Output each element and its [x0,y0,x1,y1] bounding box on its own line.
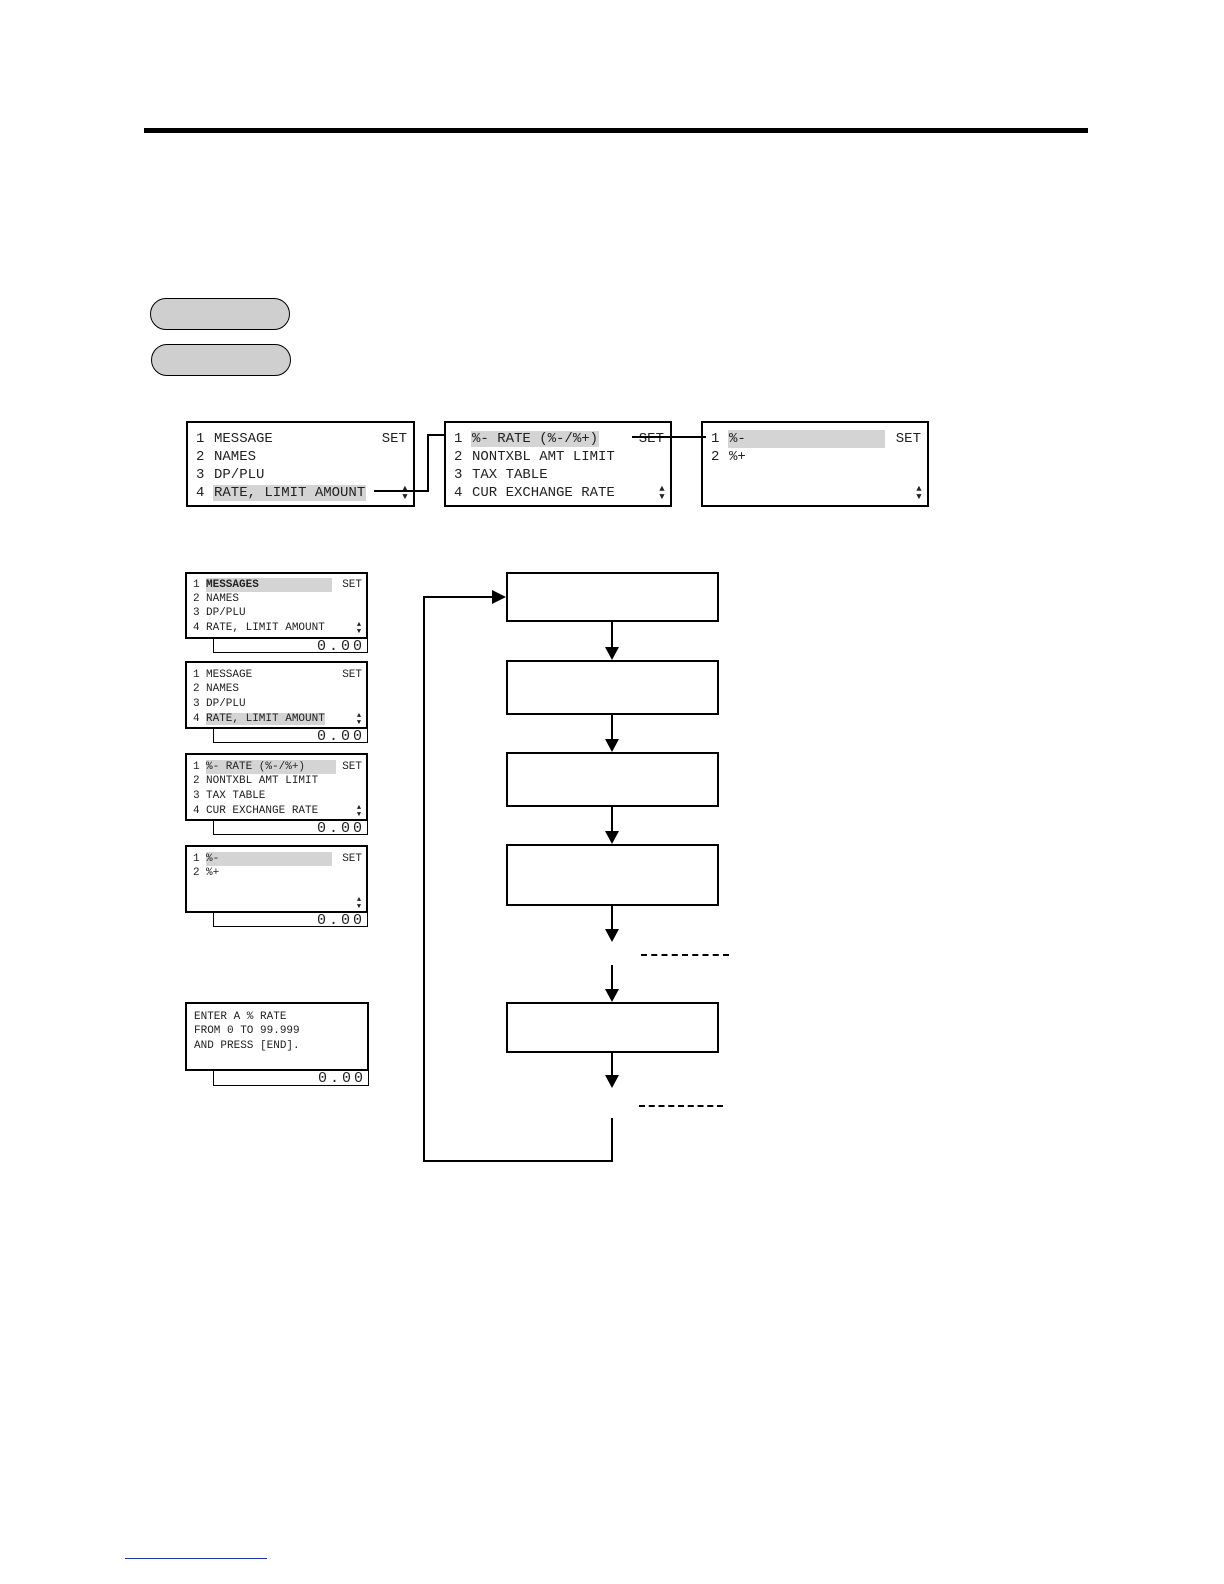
flow-step-box-4 [506,844,719,906]
loop-line [423,1160,613,1162]
set-label: SET [342,853,362,865]
menu-row: 2%+ [193,867,220,879]
loop-line [423,596,425,1162]
up-down-arrow-icon: ▲▼ [356,804,362,819]
flow-step-box-1 [506,572,719,622]
prompt-line: AND PRESS [END]. [194,1040,300,1052]
down-arrow-icon [605,647,619,660]
menu-row: 2%+ [711,449,746,465]
down-arrow-icon [605,929,619,942]
prompt-line: ENTER A % RATE [194,1011,287,1023]
menu-row: 1%- RATE (%-/%+) [454,431,600,447]
numeric-display: 0.00 [213,729,368,744]
flow-arrow-line [611,715,613,740]
set-label: SET [342,761,362,773]
footer-link-underline[interactable] [125,1558,267,1559]
down-arrow-icon [605,989,619,1002]
prompt-screen: ENTER A % RATE FROM 0 TO 99.999 AND PRES… [185,1002,369,1071]
up-down-arrow-icon: ▲▼ [356,712,362,727]
numeric-display: 0.00 [213,821,368,836]
set-label: SET [895,431,921,447]
set-label: SET [381,431,407,447]
header-rule [144,128,1088,133]
loop-line [423,596,493,598]
dashed-input-marker [641,954,729,956]
menu-connector-lines [374,434,706,492]
dashed-input-marker [639,1105,723,1107]
up-down-arrow-icon: ▲▼ [659,484,665,502]
step-screen-4: 1%- 2%+ SET ▲▼ [185,845,368,913]
flow-arrow-line [611,906,613,930]
menu-row: 1%- [711,430,885,448]
flow-step-box-5 [506,1002,719,1053]
flow-arrow-line [611,807,613,832]
flow-step-box-3 [506,752,719,807]
menu-row: 1%- [193,852,332,866]
down-arrow-icon [605,739,619,752]
flow-arrow-line [611,622,613,648]
up-down-arrow-icon: ▲▼ [356,896,362,911]
lcd-percent-menu: 1%- 2%+ SET ▲▼ [701,421,929,507]
numeric-display: 0.00 [213,913,368,928]
up-down-arrow-icon: ▲▼ [402,484,408,502]
set-label: SET [638,431,664,447]
menu-row: 1%- RATE (%-/%+) [193,760,336,774]
prompt-line: FROM 0 TO 99.999 [194,1025,300,1037]
mode-pill-top [150,298,290,330]
set-label: SET [342,579,362,591]
right-arrow-icon [492,590,506,604]
down-arrow-icon [605,831,619,844]
flow-arrow-line [611,965,613,990]
flow-step-box-2 [506,660,719,715]
mode-pill-bottom [151,344,291,376]
loop-line [611,1118,613,1162]
up-down-arrow-icon: ▲▼ [916,484,922,502]
numeric-display: 0.00 [213,1071,369,1086]
down-arrow-icon [605,1075,619,1088]
flow-arrow-line [611,1053,613,1076]
set-label: SET [342,669,362,681]
up-down-arrow-icon: ▲▼ [356,621,362,636]
numeric-display: 0.00 [213,639,368,654]
